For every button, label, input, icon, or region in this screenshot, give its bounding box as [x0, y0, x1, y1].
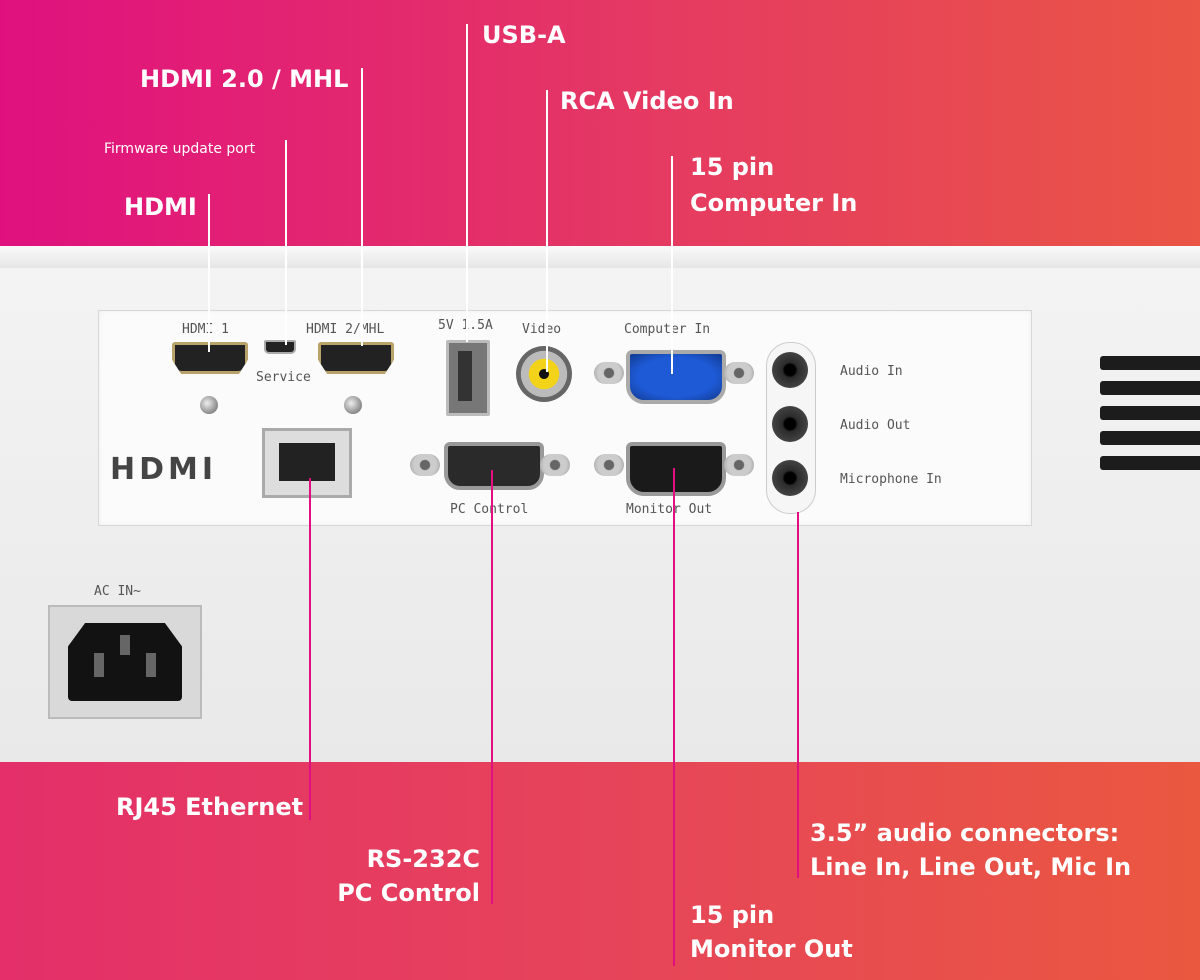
vent-slot — [1100, 381, 1200, 395]
panel-screw — [200, 396, 218, 414]
rj45-ethernet-port — [262, 428, 352, 498]
audio-out-jack — [772, 406, 808, 442]
ac-pin — [94, 653, 104, 677]
computer-in-vga-port — [626, 350, 726, 404]
label-rj45: RJ45 Ethernet — [116, 793, 304, 821]
leader-hdmi2-mhl — [361, 68, 363, 346]
hdmi1-port — [172, 342, 248, 374]
serial-screw-right — [540, 454, 570, 476]
leader-firmware-port — [285, 140, 287, 345]
vga-out-screw-right — [724, 454, 754, 476]
label-audio-line2: Line In, Line Out, Mic In — [810, 853, 1132, 881]
print-service: Service — [256, 370, 311, 385]
label-computer-in-line2: Computer In — [690, 189, 858, 217]
label-rs232c-line2: PC Control — [337, 879, 480, 907]
print-hdmi1: HDMI 1 — [182, 322, 229, 337]
label-rs232c-line1: RS-232C — [366, 845, 480, 873]
leader-hdmi1 — [208, 194, 210, 352]
label-monitor-out-line2: Monitor Out — [690, 935, 853, 963]
leader-monitor-out — [673, 468, 675, 966]
label-hdmi: HDMI — [124, 193, 197, 221]
hdmi-logo: HDMI — [110, 452, 218, 487]
audio-in-jack — [772, 352, 808, 388]
vga-screw-left — [594, 362, 624, 384]
print-pc-control: PC Control — [450, 502, 529, 517]
mic-in-jack — [772, 460, 808, 496]
label-rca-video-in: RCA Video In — [560, 87, 734, 115]
vent-slot — [1100, 456, 1200, 470]
print-usb: 5V 1.5A — [438, 318, 493, 333]
print-computer-in: Computer In — [624, 322, 711, 337]
label-hdmi-20-mhl: HDMI 2.0 / MHL — [140, 65, 349, 93]
vga-out-screw-left — [594, 454, 624, 476]
leader-rj45 — [309, 478, 311, 820]
service-micro-usb-port — [264, 340, 296, 354]
serial-screw-left — [410, 454, 440, 476]
hdmi2-mhl-port — [318, 342, 394, 374]
panel-screw — [344, 396, 362, 414]
leader-usb-a — [466, 24, 468, 342]
monitor-out-vga-port — [626, 442, 726, 496]
vent-slot — [1100, 406, 1200, 420]
print-ac-in: AC IN~ — [94, 584, 141, 599]
label-computer-in-line1: 15 pin — [690, 153, 775, 181]
bottom-band — [0, 762, 1200, 980]
leader-audio — [797, 512, 799, 878]
rs232c-port — [444, 442, 544, 490]
rca-video-port — [516, 346, 572, 402]
vent-slot — [1100, 431, 1200, 445]
ac-inlet-socket — [68, 623, 182, 701]
leader-rs232c — [491, 470, 493, 904]
label-monitor-out-line1: 15 pin — [690, 901, 775, 929]
usb-a-port — [446, 340, 490, 416]
print-hdmi2: HDMI 2/MHL — [306, 322, 385, 337]
vga-screw-right — [724, 362, 754, 384]
io-panel — [98, 310, 1032, 526]
top-band — [0, 0, 1200, 246]
ac-inlet — [48, 605, 202, 719]
label-usb-a: USB-A — [482, 21, 566, 49]
print-mic-in: Microphone In — [840, 472, 942, 487]
label-firmware-update: Firmware update port — [104, 141, 256, 157]
label-audio-line1: 3.5” audio connectors: — [810, 819, 1120, 847]
print-audio-in: Audio In — [840, 364, 903, 379]
ac-pin — [120, 635, 130, 655]
print-monitor-out: Monitor Out — [626, 502, 713, 517]
leader-rca-video — [546, 90, 548, 372]
vent-slot — [1100, 356, 1200, 370]
chassis-top-edge — [0, 246, 1200, 268]
print-video: Video — [522, 322, 562, 337]
leader-computer-in — [671, 156, 673, 374]
print-audio-out: Audio Out — [840, 418, 911, 433]
ac-pin — [146, 653, 156, 677]
